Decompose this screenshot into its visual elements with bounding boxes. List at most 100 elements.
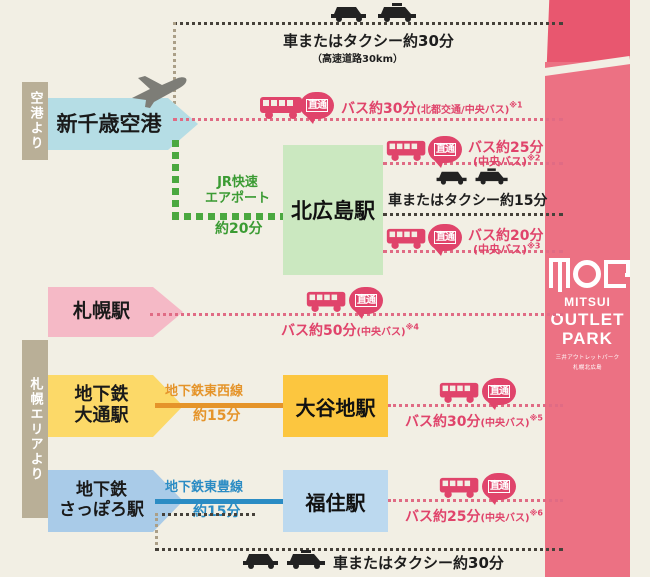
logo-mitsui-text: MITSUI: [564, 295, 611, 309]
section-rail-airport: 空港より: [22, 82, 48, 160]
section-rail-airport-label: 空港より: [27, 91, 43, 151]
kita-bus2-sub: (中央バス): [473, 243, 528, 256]
jr-rapid-line2: エアポート: [205, 191, 271, 207]
kita-bus1-sub-wrap: (中央バス)※2: [473, 153, 540, 169]
taxi-icon: [378, 3, 416, 22]
oyachi-bus-note: ※5: [529, 413, 543, 423]
oyachi-bus-sub: (中央バス): [480, 418, 530, 429]
direct-badge-sapporo-bus-label: 直通: [355, 294, 377, 307]
direct-badge-oyachi-bus: 直通: [482, 378, 516, 410]
jr-route-horizontal: [172, 213, 284, 220]
kita-car-dotted-line: [383, 213, 563, 216]
direct-badge-kita-bus2: 直通: [428, 224, 462, 256]
logo-outlet-text: OUTLET: [550, 310, 625, 329]
bus-icon: [260, 97, 302, 119]
jr-rapid-time: 約20分: [215, 221, 263, 237]
sapporo-bus-sub: (中央バス): [356, 327, 406, 338]
bus-icon: [439, 477, 479, 498]
kita-bus2-sub-wrap: (中央バス)※3: [473, 241, 540, 257]
bus-icon: [386, 140, 426, 161]
direct-badge-airport-bus-label: 直通: [306, 99, 328, 112]
airplane-icon: [132, 76, 187, 108]
fukuzumi-bus-label: バス約25分(中央バス)※6: [405, 506, 543, 526]
toho-line-time: 約15分: [193, 504, 241, 520]
node-odori-subway-station-label: 地下鉄 大通駅: [48, 375, 153, 437]
section-rail-sapporo-label: 札幌エリアより: [27, 376, 43, 482]
bus-icon: [386, 228, 426, 249]
node-fukuzumi-station-label: 福住駅: [305, 490, 366, 515]
fukuzumi-bus-sub: (中央バス): [480, 513, 530, 524]
node-sapporo-subway-station-label: 地下鉄 さっぽろ駅: [48, 470, 153, 532]
car-icon: [243, 554, 278, 569]
kita-bus2-main: バス約20分: [468, 228, 544, 244]
kita-bus1-dotted-line: [383, 162, 563, 165]
toho-line-track: [155, 499, 285, 504]
node-oyachi-station[interactable]: 大谷地駅: [283, 375, 388, 437]
kita-car-label: 車またはタクシー約15分: [388, 193, 548, 209]
mitsui-outlet-park-logo: MITSUI OUTLET PARK 三井アウトレットパーク 札幌北広島: [545, 258, 630, 373]
top-car-route-label: 車またはタクシー約30分: [283, 32, 454, 50]
toho-line-name: 地下鉄東豊線: [165, 480, 244, 495]
bottom-car-dotted-line: [155, 548, 563, 551]
kita-bus1-sub: (中央バス): [473, 155, 528, 168]
airport-bus-note: ※1: [509, 100, 523, 110]
bus-icon: [306, 291, 346, 312]
direct-badge-kita-bus1-label: 直通: [434, 143, 456, 156]
kita-bus2-dotted-line: [383, 250, 563, 253]
fukuzumi-bus-note: ※6: [529, 508, 543, 518]
bottom-car-label: 車またはタクシー約30分: [333, 554, 504, 572]
airport-bus-main: バス約30分: [341, 101, 417, 117]
logo-jp-line2: 札幌北広島: [572, 364, 602, 371]
letter-p-glyph: [604, 260, 630, 288]
car-route-dotted-top: [173, 22, 563, 25]
oyachi-bus-main: バス約30分: [405, 414, 481, 430]
bottom-car-dotted-upper: [155, 513, 255, 516]
node-sapporo-station[interactable]: 札幌駅: [48, 287, 183, 337]
direct-badge-oyachi-bus-label: 直通: [488, 385, 510, 398]
airport-bus-label: バス約30分(北都交通/中央バス)※1: [341, 98, 523, 118]
sapporo-bus-label: バス約50分(中央バス)※4: [281, 320, 419, 340]
car-icon: [331, 7, 366, 22]
fukuzumi-bus-main: バス約25分: [405, 509, 481, 525]
bottom-car-dotted-vertical-left: [155, 513, 158, 551]
sapporo-bus-main: バス約50分: [281, 323, 357, 339]
node-oyachi-station-label: 大谷地駅: [295, 395, 376, 420]
airport-bus-sub: (北都交通/中央バス): [416, 105, 510, 116]
node-sapporo-station-label: 札幌駅: [48, 287, 153, 337]
airport-bus-dotted-line: [173, 118, 563, 121]
logo-jp-line1: 三井アウトレットパーク: [555, 355, 620, 361]
kita-bus1-main: バス約25分: [468, 140, 544, 156]
direct-badge-fukuzumi-bus-label: 直通: [488, 480, 510, 493]
tozai-line-name: 地下鉄東西線: [165, 384, 244, 399]
logo-park-text: PARK: [562, 329, 613, 348]
node-fukuzumi-station[interactable]: 福住駅: [283, 470, 388, 532]
direct-badge-kita-bus1: 直通: [428, 136, 462, 168]
node-odori-subway-station[interactable]: 地下鉄 大通駅: [48, 375, 183, 437]
fukuzumi-bus-dotted-line: [388, 499, 563, 502]
bus-icon: [439, 382, 479, 403]
taxi-icon: [287, 550, 325, 569]
jr-rapid-label: JR快速 エアポート: [205, 175, 270, 208]
tozai-line-time: 約15分: [193, 408, 241, 424]
kita-bus1-note: ※2: [527, 153, 541, 163]
car-icon: [436, 171, 467, 185]
arrow-tip-sapporo-station: [153, 287, 183, 337]
brand-panel-body: [545, 62, 630, 577]
car-route-dotted-vertical: [173, 22, 176, 110]
mop-monogram-icon: [549, 258, 630, 288]
section-rail-sapporo: 札幌エリアより: [22, 340, 48, 518]
kita-bus2-note: ※3: [527, 241, 541, 251]
jr-route-vertical: [172, 140, 179, 220]
oyachi-bus-dotted-line: [388, 404, 563, 407]
direct-badge-sapporo-bus: 直通: [349, 287, 383, 319]
direct-badge-fukuzumi-bus: 直通: [482, 473, 516, 505]
oyachi-bus-label: バス約30分(中央バス)※5: [405, 411, 543, 431]
letter-m-glyph: [549, 258, 570, 288]
node-kitahiroshima-station[interactable]: 北広島駅: [283, 145, 383, 275]
sapporo-bus-note: ※4: [405, 322, 419, 332]
taxi-icon: [475, 168, 508, 185]
jr-rapid-line1: JR快速: [217, 175, 258, 190]
direct-badge-airport-bus: 直通: [300, 92, 334, 124]
direct-badge-kita-bus2-label: 直通: [434, 231, 456, 244]
